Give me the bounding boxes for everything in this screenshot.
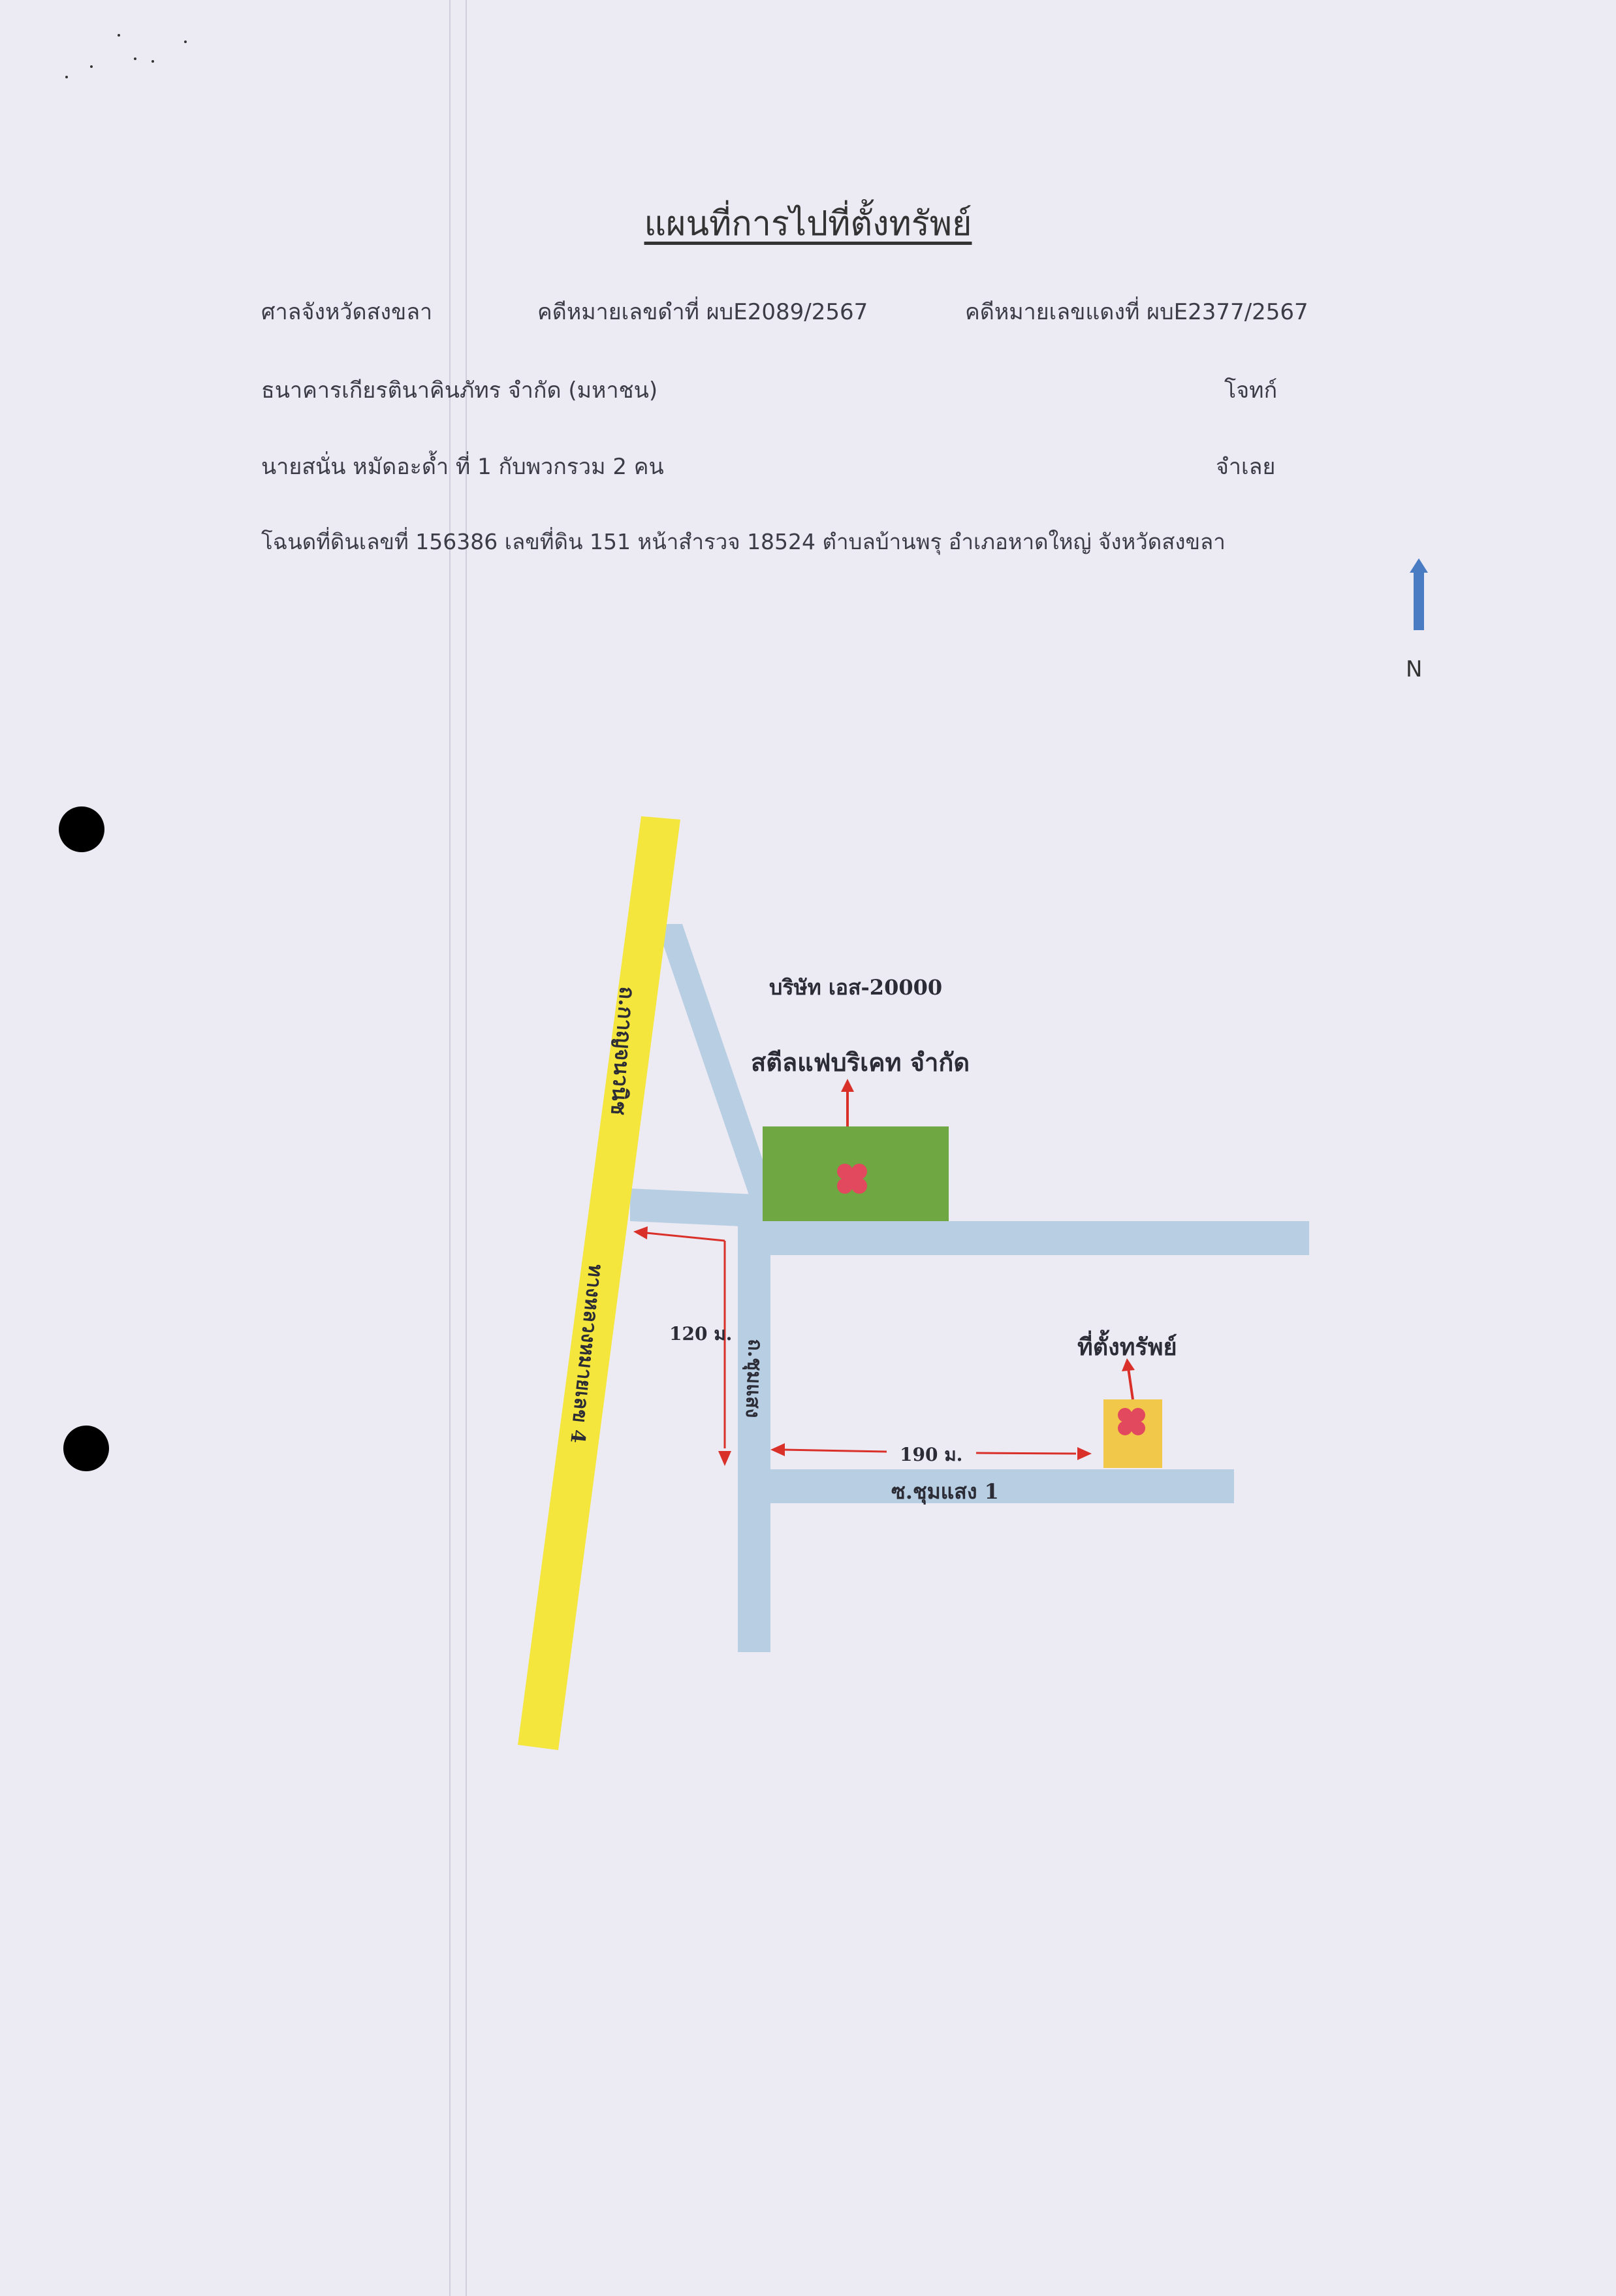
company-marker-icon [837,1164,867,1194]
chumsaeng-road [738,1221,770,1652]
north-arrow-icon [1410,558,1428,630]
black-case-number: คดีหมายเลขดำที่ ผบE2089/2567 [537,299,868,325]
deed-information: โฉนดที่ดินเลขที่ 156386 เลขที่ดิน 151 หน… [261,529,1226,554]
property-pointer-arrow [1122,1358,1135,1400]
distance-vertical-label: 120 ม. [669,1323,732,1345]
side-road-label: ถ.ชุมแสง [740,1339,767,1418]
property-block [1103,1399,1162,1468]
distance-190m-arrow [770,1443,1092,1460]
red-case-number: คดีหมายเลขแดงที่ ผบE2377/2567 [965,299,1308,325]
scan-speck [90,65,93,68]
property-marker-icon [1118,1408,1145,1435]
scan-speck [151,60,154,63]
north-label: N [1406,656,1423,682]
scan-speck [118,34,120,37]
diagonal-access-road [656,924,780,1216]
defendant-name: นายสนั่น หมัดอะด้ำ ที่ 1 กับพวกรวม 2 คน [261,454,664,480]
paper-fold-line [466,0,467,2296]
punch-hole [59,806,104,852]
scan-speck [134,57,136,60]
property-label: ที่ตั้งทรัพย์ [1077,1330,1177,1361]
main-highway-road [518,816,680,1750]
plaintiff-role: โจทก์ [1224,377,1278,404]
defendant-role: จำเลย [1216,454,1276,480]
distance-120m-arrow [633,1226,731,1466]
plaintiff-name: ธนาคารเกียรตินาคินภัทร จำกัด (มหาชน) [261,377,658,404]
company-pointer-arrow [841,1079,854,1126]
company-name-line1: บริษัท เอส-20000 [769,975,942,1000]
company-name-line2: สตีลแฟบริเคท จำกัด [751,1047,970,1077]
east-road [738,1221,1309,1255]
soi-chumsaeng-1-road [770,1469,1234,1503]
scan-speck [65,76,68,78]
punch-hole [63,1426,109,1471]
scan-speck [184,40,187,43]
distance-horizontal-label: 190 ม. [900,1444,962,1465]
soi-label: ซ.ชุมแสง 1 [891,1479,999,1505]
upper-connector-road [630,1188,770,1228]
paper-fold-line [449,0,451,2296]
document-title: แผนที่การไปที่ตั้งทรัพย์ [644,204,972,244]
court-name: ศาลจังหวัดสงขลา [261,299,433,325]
